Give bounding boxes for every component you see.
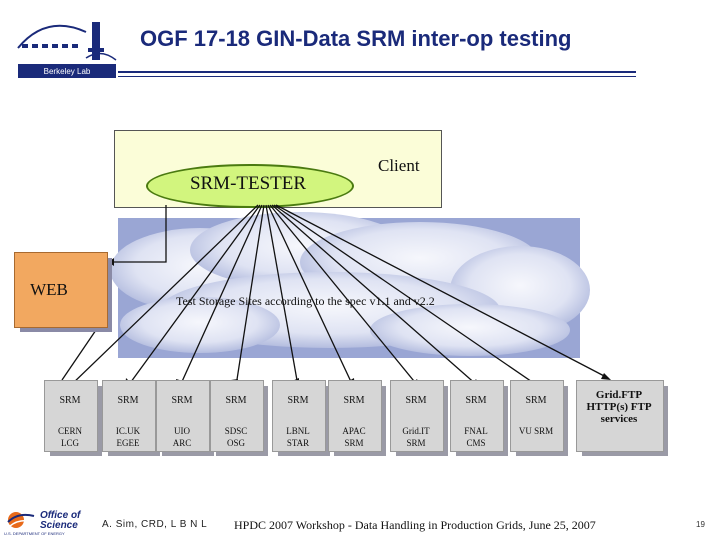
site-name-label: Grid.IT SRM [402, 426, 430, 448]
office-of-science-logo [4, 510, 38, 530]
site-srm-label: SRM [59, 395, 81, 406]
doe-subtext: U.S. DEPARTMENT OF ENERGY [4, 531, 65, 536]
lab-logo-text: Berkeley Lab [44, 67, 91, 76]
oos-line2: Science [40, 520, 78, 531]
site-name-label: UIO ARC [172, 426, 192, 448]
storage-site-box [44, 380, 98, 452]
cloud-label: Test Storage Sites according to the spec… [176, 294, 435, 308]
cloud-shape [110, 212, 590, 356]
storage-site-box [210, 380, 264, 452]
site-srm-label: SRM [225, 395, 247, 406]
srm-tester-ellipse [146, 164, 354, 208]
site-name-label: VU SRM [518, 426, 554, 436]
site-srm-label: SRM [171, 395, 193, 406]
storage-site-box [272, 380, 326, 452]
storage-site-box [450, 380, 504, 452]
site-name-label: FNAL CMS [464, 426, 488, 448]
site-name-label: APAC SRM [342, 426, 366, 448]
site-srm-label: SRM [405, 395, 427, 406]
web-label: WEB [30, 280, 68, 299]
site-name-label: SDSC OSG [224, 426, 248, 448]
site-srm-label: SRM [117, 395, 139, 406]
storage-site-box [102, 380, 156, 452]
site-srm-label: SRM [343, 395, 365, 406]
storage-site-box [328, 380, 382, 452]
office-of-science-text: Office of Science [40, 511, 80, 531]
gridftp-box [576, 380, 664, 452]
page-number: 19 [696, 520, 705, 529]
srm-tester-label: SRM-TESTER [189, 173, 307, 194]
client-label: Client [378, 156, 420, 175]
berkeley-lab-logo: Berkeley Lab [16, 18, 118, 80]
storage-site-box [510, 380, 564, 452]
title-rule-thin [118, 76, 636, 77]
storage-site-box [156, 380, 210, 452]
storage-site-box [390, 380, 444, 452]
site-srm-label: SRM [525, 395, 547, 406]
slide-title: OGF 17-18 GIN-Data SRM inter-op testing [140, 26, 572, 51]
title-rule-thick [118, 71, 636, 73]
site-srm-label: SRM [287, 395, 309, 406]
web-box [14, 252, 108, 328]
footer-presenter: A. Sim, CRD, L B N L [102, 519, 208, 530]
site-srm-label: SRM [465, 395, 487, 406]
site-name-label: CERN LCG [57, 426, 82, 448]
connector-lines [61, 204, 609, 387]
site-name-label: LBNL STAR [286, 426, 310, 448]
site-name-label: IC.UK EGEE [115, 426, 141, 448]
footer-event: HPDC 2007 Workshop - Data Handling in Pr… [234, 518, 596, 532]
oos-line1: Office of [40, 510, 81, 521]
gridftp-label: Grid.FTP HTTP(s) FTP services [586, 389, 652, 425]
